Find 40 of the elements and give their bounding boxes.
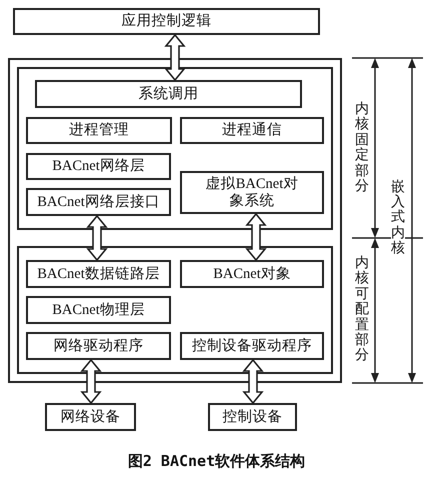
vertical-label: 内核固定部分: [355, 102, 369, 194]
box-label: 应用控制逻辑: [120, 13, 212, 30]
vertical-label: 嵌入式内核: [391, 180, 405, 256]
process-box: [26, 117, 172, 144]
figure-caption: 图2 BACnet软件体系结构: [126, 452, 306, 471]
process-box: [26, 188, 171, 216]
process-box: [180, 332, 324, 360]
vertical-label: 内核可配置部分: [355, 256, 369, 364]
double-block-arrow: [164, 34, 186, 82]
process-box: [180, 117, 324, 144]
box-label: 控制设备: [222, 408, 284, 426]
box-label: 网络设备: [60, 408, 122, 426]
process-box: [180, 260, 324, 288]
process-box: [180, 171, 324, 214]
box-label: BACnet网络层接口: [36, 194, 161, 210]
process-box: [13, 8, 320, 35]
box-label: 控制设备驱动程序: [191, 338, 313, 354]
process-box: [35, 80, 302, 108]
process-box: [26, 153, 171, 180]
process-box: [26, 332, 171, 360]
box-label: 网络驱动程序: [52, 338, 144, 354]
box-label: 进程通信: [221, 122, 283, 139]
double-block-arrow: [80, 358, 102, 404]
double-block-arrow: [245, 212, 267, 262]
box-label: BACnet数据链路层: [36, 266, 161, 282]
double-block-arrow: [86, 214, 108, 262]
process-box: [45, 403, 136, 431]
box-label: BACnet对象: [212, 266, 292, 282]
container-box: [17, 67, 333, 230]
box-label: 进程管理: [68, 122, 130, 139]
process-box: [26, 296, 171, 324]
container-box: [8, 58, 342, 383]
box-label: 系统调用: [138, 86, 200, 102]
box-label: 虚拟BACnet对象系统: [204, 176, 300, 210]
process-box: [208, 403, 297, 431]
box-label: BACnet物理层: [51, 302, 146, 318]
double-block-arrow: [242, 358, 264, 404]
container-box: [17, 246, 333, 374]
process-box: [26, 260, 171, 288]
box-label: BACnet网络层: [51, 158, 146, 175]
